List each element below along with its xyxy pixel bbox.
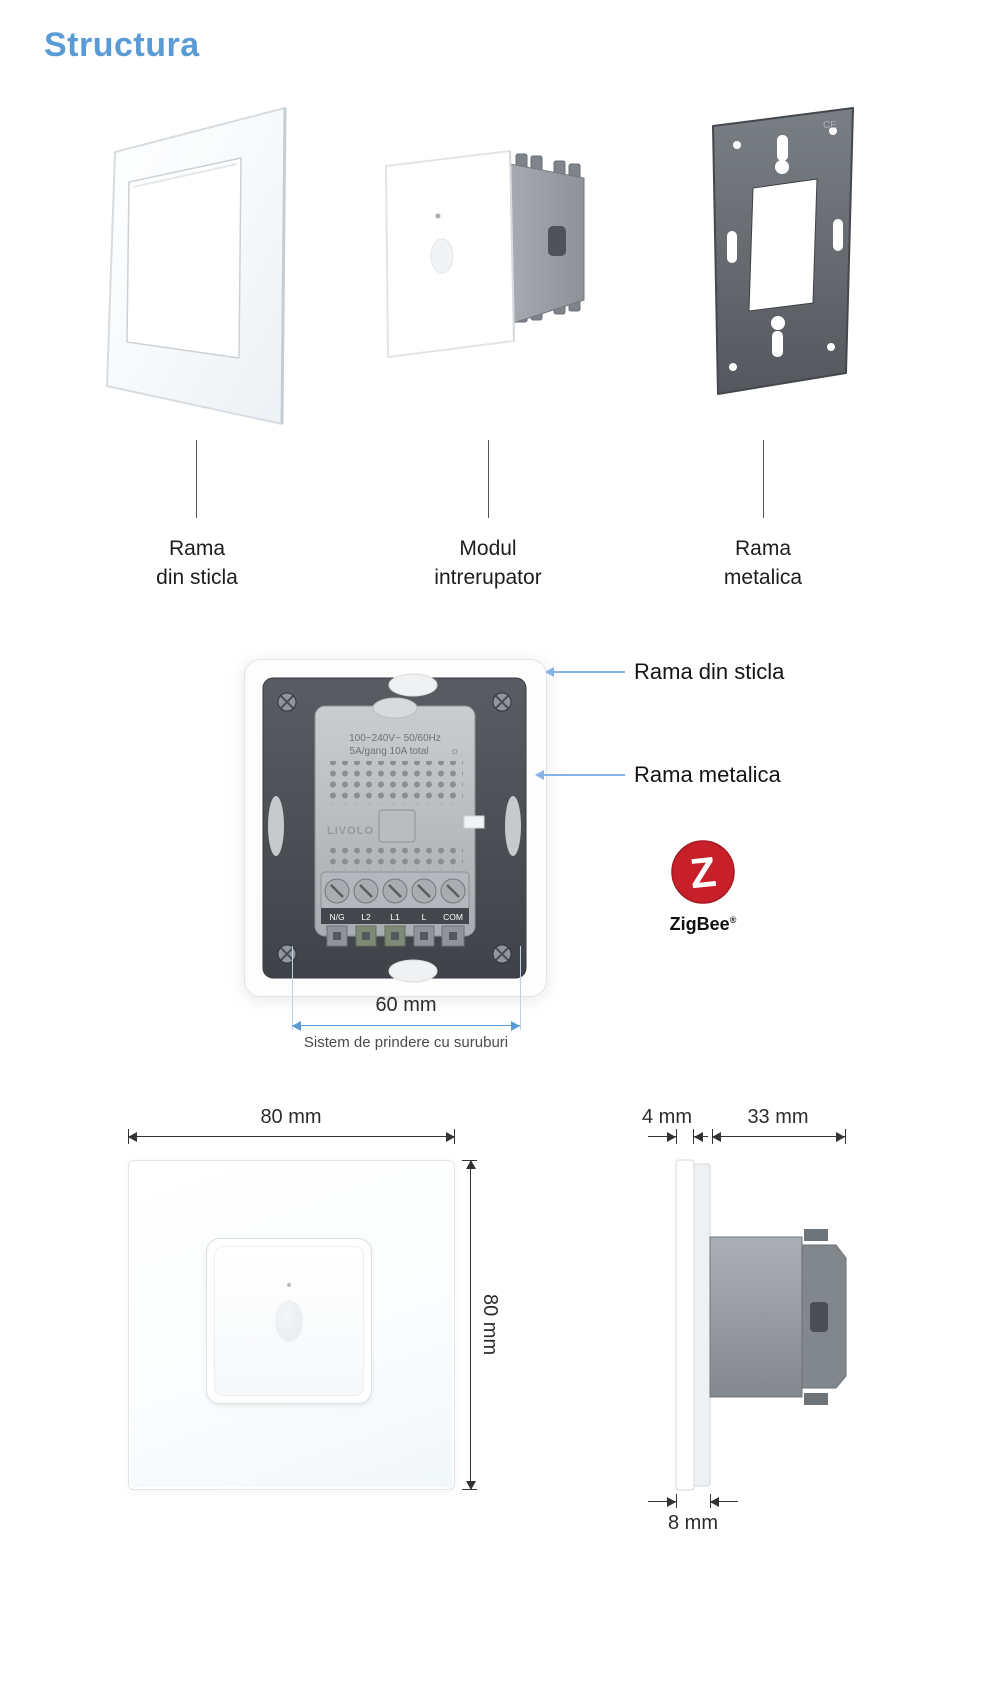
dim-60mm-label: 60 mm <box>375 994 437 1016</box>
dim-8mm-stub-right <box>710 1501 738 1502</box>
dim-width-arrow-right <box>446 1132 455 1142</box>
callout-label-metal: Rama metalica <box>634 762 781 787</box>
extension-line-left <box>292 946 293 1030</box>
dim-33mm-arrow-right <box>836 1132 845 1142</box>
side-glass-plate <box>675 1159 695 1491</box>
glass-frame-part <box>106 107 287 425</box>
dim-60mm-caption: Sistem de prindere cu suruburi <box>303 1034 509 1051</box>
ratings-text-2: 5A/gang 10A total <box>350 746 429 757</box>
touch-indicator-dot <box>287 1283 291 1287</box>
callout-arrow-glass <box>545 667 554 677</box>
metal-frame-keyholes <box>727 127 843 371</box>
extension-line-right <box>520 946 521 1030</box>
label-metal-frame: Rama metalica <box>723 537 803 590</box>
svg-text:Z: Z <box>688 848 718 897</box>
callout-line-metal <box>543 774 625 776</box>
dim-height-line <box>470 1160 471 1490</box>
dim-8mm-arrow-left <box>667 1497 676 1507</box>
zigbee-icon: Z <box>671 840 735 904</box>
terminal-screw-slots <box>330 884 460 898</box>
dim-width-line <box>128 1136 455 1137</box>
terminal-label-l2: L2 <box>361 912 371 922</box>
metal-frame-center-hole <box>748 178 818 312</box>
label-glass-frame: Rama din sticla <box>156 537 238 590</box>
side-prong-bottom <box>804 1393 828 1405</box>
dim-width-arrow-left <box>128 1132 137 1142</box>
terminal-label-l1: L1 <box>390 912 400 922</box>
dim-4mm-label: 4 mm <box>642 1106 692 1128</box>
dim-60mm-arrow-right <box>511 1021 520 1031</box>
dim-4mm-tick-right <box>693 1129 694 1144</box>
dim-33mm-label: 33 mm <box>747 1106 809 1128</box>
ratings-text-1: 100~240V~ 50/60Hz <box>349 733 441 744</box>
terminal-label-l: L <box>422 912 427 922</box>
metal-frame-part: CE <box>712 107 854 395</box>
dim-height-arrow-bottom <box>466 1481 476 1490</box>
touch-area-oval <box>275 1300 303 1342</box>
leader-line-metal <box>763 440 764 518</box>
terminal-label-ng: N/G <box>329 912 344 922</box>
dim-height-label: 80 mm <box>479 1294 501 1356</box>
dim-width-label: 80 mm <box>260 1106 322 1128</box>
dim-8mm-label: 8 mm <box>668 1512 718 1534</box>
zigbee-logo: Z ZigBee® <box>647 838 759 935</box>
dim-4mm-tick-left <box>676 1129 677 1144</box>
leader-line-module <box>488 440 489 518</box>
side-prong-top <box>804 1229 828 1241</box>
side-frame-plate <box>693 1163 711 1487</box>
ce-marking: CE <box>823 120 837 131</box>
dim-8mm-tick-left <box>676 1494 677 1508</box>
dim-4mm-arrow-left <box>667 1132 676 1142</box>
module-claw-slot <box>548 226 566 256</box>
spec-tag <box>463 815 485 829</box>
touch-area-oval <box>430 238 454 274</box>
vent-holes-upper <box>327 761 463 804</box>
switch-module-part <box>385 150 585 358</box>
brand-text: LIVOLO <box>327 825 374 837</box>
touch-indicator-dot <box>435 213 441 219</box>
dim-8mm-arrow-right <box>710 1497 719 1507</box>
dim-60mm-line <box>292 1025 520 1026</box>
terminal-connectors <box>326 925 465 947</box>
dim-60mm-arrow-left <box>292 1021 301 1031</box>
dim-33mm-line <box>712 1136 845 1137</box>
registered-mark: ® <box>729 915 737 925</box>
label-switch-module: Modul intrerupator <box>434 537 542 590</box>
zigbee-wordmark: ZigBee® <box>669 914 737 934</box>
lamp-icon: ☼ <box>450 746 459 757</box>
switch-back-view: 100~240V~ 50/60Hz 5A/gang 10A total ☼ LI… <box>244 659 547 997</box>
dim-height-arrow-top <box>466 1160 476 1169</box>
side-claw-slot <box>810 1302 828 1332</box>
side-module-body <box>709 1236 803 1398</box>
dim-8mm-stub-left <box>648 1501 676 1502</box>
dim-33mm-tick-right <box>845 1129 846 1144</box>
callout-arrow-metal <box>535 770 544 780</box>
leader-line-glass <box>196 440 197 518</box>
callout-line-glass <box>553 671 625 673</box>
page-title: Structura <box>44 26 200 64</box>
dim-33mm-arrow-left <box>712 1132 721 1142</box>
corner-screw-slots <box>280 695 509 961</box>
dim-4mm-stub-left <box>648 1136 676 1137</box>
switch-side-view <box>675 1159 847 1491</box>
terminal-label-com: COM <box>443 912 463 922</box>
dim-4mm-arrow-right <box>694 1132 703 1142</box>
callout-label-glass: Rama din sticla <box>634 659 785 684</box>
vent-holes-lower <box>327 848 463 870</box>
